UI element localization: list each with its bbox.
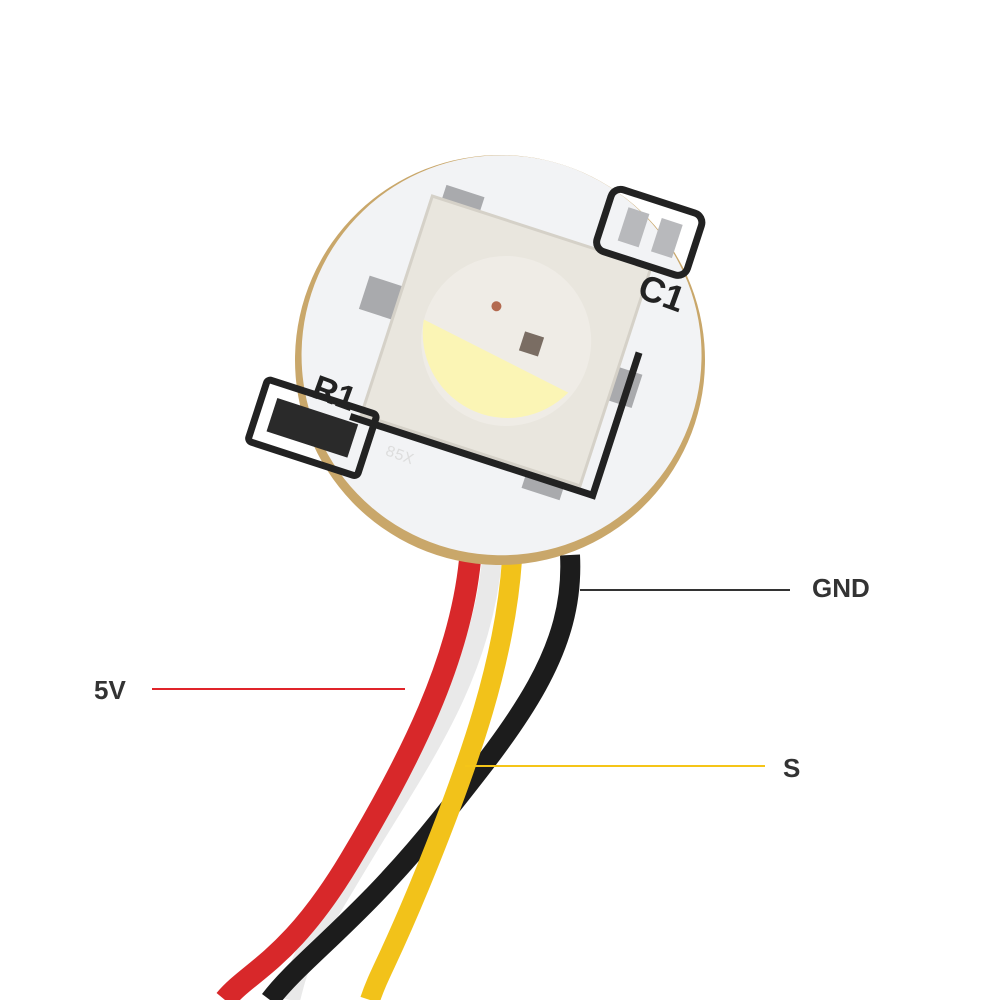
red-wire <box>216 558 481 1000</box>
5v-label: 5V <box>94 675 126 705</box>
yellow-wire <box>360 559 522 1000</box>
signal-label: S <box>783 753 801 783</box>
gnd-label: GND <box>812 573 870 603</box>
pcb <box>245 155 706 565</box>
wires <box>216 554 581 1000</box>
